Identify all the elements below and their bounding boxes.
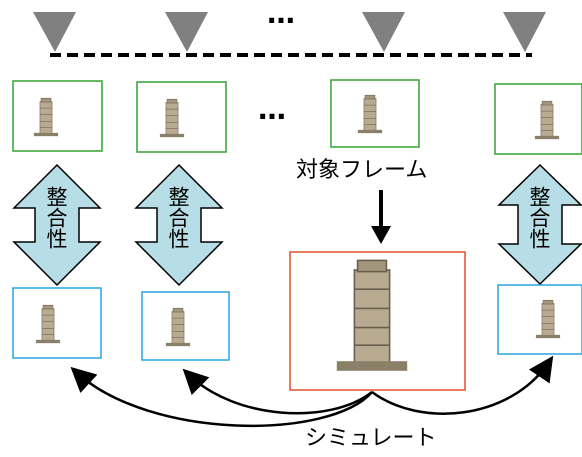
camera-icon <box>362 12 405 52</box>
bottom-frame <box>497 284 582 355</box>
simulation-curves <box>70 355 554 428</box>
camera-icon <box>165 12 208 52</box>
consistency-arrow <box>134 163 224 287</box>
target-frame <box>289 251 466 391</box>
camera-icon <box>503 12 546 52</box>
target-frame-label: 対象フレーム <box>296 158 428 183</box>
target-pointer-arrowhead <box>371 226 391 244</box>
bottom-frame <box>141 291 230 361</box>
top-frame <box>12 80 103 152</box>
top-frame <box>136 81 227 153</box>
ellipsis-middle: … <box>258 93 288 126</box>
camera-icon <box>33 12 76 52</box>
consistency-label: 整合性 <box>527 186 551 249</box>
consistency-arrow <box>12 163 102 287</box>
top-frame <box>494 83 582 155</box>
bottom-frame <box>12 287 102 359</box>
ellipsis-top: … <box>267 0 297 30</box>
top-frame <box>330 79 420 148</box>
consistency-arrow <box>497 163 582 286</box>
consistency-label: 整合性 <box>166 186 190 249</box>
simulate-label: シミュレート <box>305 426 437 451</box>
consistency-label: 整合性 <box>44 186 68 249</box>
